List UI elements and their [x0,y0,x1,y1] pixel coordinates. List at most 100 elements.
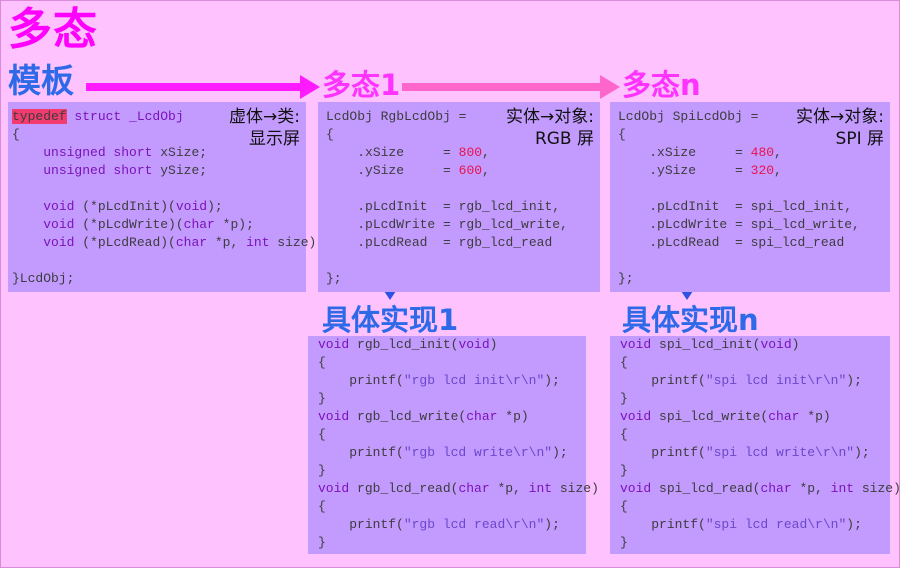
impln-end: ); [854,445,870,460]
template-header: 模板 [8,61,74,100]
template-note-line2: 显示屏 [249,129,300,149]
field-type: unsigned short [43,145,153,160]
impl1-code: void rgb_lcd_init(void) { printf("rgb lc… [318,336,599,552]
impl1-void: void [318,409,350,424]
polyn-code-box: 实体→对象: SPI 屏 LcdObj SpiLcdObj = { .xSize… [610,102,890,292]
field-name: xSize; [152,145,208,160]
polyn-y-value: 320 [750,163,775,178]
impln-printf: printf( [651,373,706,388]
fn-return-type: void [43,235,75,250]
impl1-init-sig: rgb_lcd_init( [349,337,459,352]
fn-arg-type: int [246,235,270,250]
poly1-header: 多态1 [322,68,401,102]
impl1-write-sig: rgb_lcd_write( [349,409,467,424]
impl1-close: } [318,463,326,478]
poly1-sep: , [482,145,490,160]
impl1-open: { [318,499,326,514]
impln-paren: ) [791,337,800,352]
fn-arg-type: char [175,235,208,250]
impl1-read-arg1: *p, [489,481,529,496]
impln-printf: printf( [651,517,706,532]
impln-init-arg: void [760,337,792,352]
impln-write-sig: spi_lcd_write( [651,409,769,424]
polyn-note-line2: SPI 屏 [835,129,884,149]
impln-code: void spi_lcd_init(void) { printf("spi lc… [620,336,900,552]
impln-write-arg: *p) [799,409,831,424]
fn-arg: *p); [214,217,254,232]
impl1-code-box: void rgb_lcd_init(void) { printf("rgb lc… [308,336,599,554]
poly1-close: }; [326,271,342,286]
polyn-init: .pLcdInit = spi_lcd_init, [649,199,853,214]
impl1-close: } [318,535,326,550]
impln-end: ); [846,373,862,388]
impl1-char: char [466,409,498,424]
field-name: ySize; [152,163,208,178]
poly1-sep: , [482,163,490,178]
impl1-printf: printf( [349,445,404,460]
polyn-sep: , [774,163,782,178]
fn-pointer-name: (*pLcdInit)( [74,199,176,214]
impl1-end: ); [544,517,560,532]
impl1-printf: printf( [349,517,404,532]
polyn-x-key: .xSize = [649,145,751,160]
impln-write-string: "spi lcd write\r\n" [705,445,855,460]
template-open-brace: { [12,127,20,142]
field-type: unsigned short [43,163,153,178]
impl1-close: } [318,391,326,406]
poly1-code: LcdObj RgbLcdObj = { .xSize = 800, .ySiz… [326,108,568,288]
polyn-close: }; [618,271,634,286]
impln-char: char [768,409,800,424]
impln-read-sig: spi_lcd_read( [651,481,761,496]
polyn-code: LcdObj SpiLcdObj = { .xSize = 480, .ySiz… [618,108,860,288]
impln-close: } [620,535,628,550]
impl1-open: { [318,355,326,370]
fn-arg: *p, [207,235,247,250]
impln-read-arg1: *p, [791,481,831,496]
impln-init-sig: spi_lcd_init( [651,337,761,352]
polyn-write: .pLcdWrite = spi_lcd_write, [649,217,860,232]
poly1-x-value: 800 [458,145,483,160]
arrow-poly1-to-polyn [402,75,620,99]
impl1-read-string: "rgb lcd read\r\n" [403,517,545,532]
poly1-decl: LcdObj RgbLcdObj = [326,109,467,124]
impln-open: { [620,499,628,514]
impl1-header: 具体实现1 [322,303,459,337]
impln-printf: printf( [651,445,706,460]
polyn-decl: LcdObj SpiLcdObj = [618,109,759,124]
poly1-code-box: 实体→对象: RGB 屏 LcdObj RgbLcdObj = { .xSize… [318,102,600,292]
polyn-sep: , [774,145,782,160]
impl1-end: ); [544,373,560,388]
impln-void: void [620,409,652,424]
impln-header: 具体实现n [622,303,759,337]
fn-pointer-name: (*pLcdRead)( [74,235,176,250]
impln-init-string: "spi lcd init\r\n" [705,373,847,388]
poly1-write: .pLcdWrite = rgb_lcd_write, [357,217,568,232]
poly1-y-value: 600 [458,163,483,178]
impln-open: { [620,427,628,442]
impln-code-box: void spi_lcd_init(void) { printf("spi lc… [610,336,900,554]
fn-arg-type: char [183,217,215,232]
template-note: 虚体→类: 显示屏 [229,106,300,150]
impln-void: void [620,481,652,496]
impln-void: void [620,337,652,352]
impln-char: char [760,481,792,496]
impl1-init-string: "rgb lcd init\r\n" [403,373,545,388]
fn-arg: size); [269,235,325,250]
impln-read-string: "spi lcd read\r\n" [705,517,847,532]
template-code-box: 虚体→类: 显示屏 typedef struct _LcdObj { unsig… [8,102,324,292]
impl1-printf: printf( [349,373,404,388]
polyn-read: .pLcdRead = spi_lcd_read [649,235,845,250]
fn-end: ); [207,199,223,214]
template-note-line1: 虚体→类: [229,107,300,127]
polyn-open: { [618,127,626,142]
fn-return-type: void [43,217,75,232]
impl1-void: void [318,337,350,352]
poly1-x-key: .xSize = [357,145,459,160]
polyn-x-value: 480 [750,145,775,160]
impl1-init-arg: void [458,337,490,352]
fn-pointer-name: (*pLcdWrite)( [74,217,184,232]
polyn-y-key: .ySize = [649,163,751,178]
poly1-note: 实体→对象: RGB 屏 [506,106,594,150]
polyn-note-line1: 实体→对象: [796,107,884,127]
poly1-y-key: .ySize = [357,163,459,178]
